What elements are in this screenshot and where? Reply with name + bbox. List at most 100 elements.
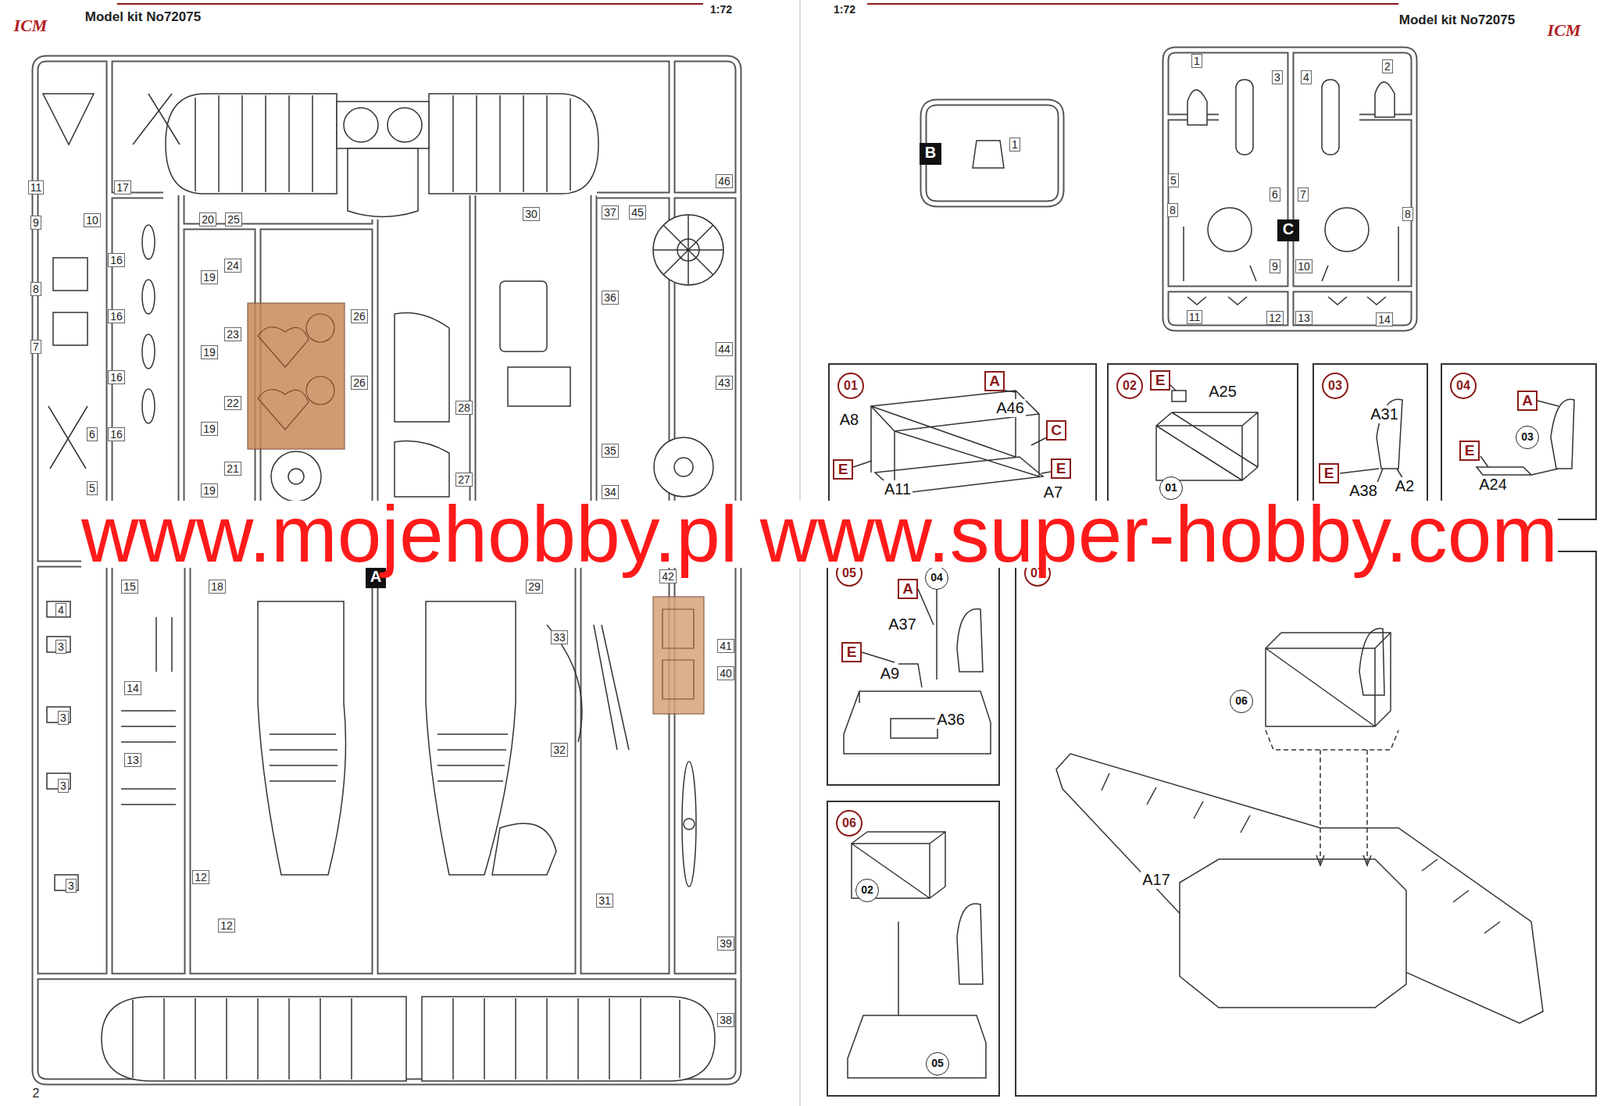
sprue-a-parts (142, 225, 155, 260)
sprue-a-parts (142, 389, 155, 424)
part-number: 3 (57, 778, 69, 793)
sprue-a-parts (48, 406, 88, 469)
clear-film-parts (306, 376, 335, 405)
part-number: 16 (107, 253, 125, 268)
sprue-letter-text: E (842, 643, 861, 661)
step-panel: 0706 (1014, 550, 1597, 1097)
part-number: 25 (225, 212, 243, 227)
sprue-letter-text: A (985, 372, 1004, 390)
sprue-letter-text: E (1052, 460, 1070, 478)
sprue-a-parts (682, 761, 697, 887)
part-number: 26 (350, 375, 368, 390)
page-number: 2 (32, 1086, 40, 1101)
part-label: A31 (1368, 405, 1400, 424)
sprue-letter: C (1277, 219, 1300, 242)
scale-text: 1:72 (833, 3, 856, 16)
part-number: 21 (224, 461, 242, 476)
sprue-a-parts (428, 93, 599, 194)
sprue-c-parts (1187, 296, 1386, 305)
part-number: 8 (1167, 203, 1179, 218)
step-drawings (1265, 730, 1399, 864)
subassembly-ref: 01 (1159, 476, 1183, 500)
step-drawings (1179, 859, 1407, 1008)
part-number: 16 (107, 427, 125, 442)
part-label: A24 (1477, 475, 1509, 494)
part-number: 43 (715, 375, 733, 390)
subassembly-number: 05 (926, 1053, 949, 1074)
part-number: 3 (55, 639, 67, 654)
sprue-a-parts (336, 101, 429, 149)
part-sprue-letter: A (897, 578, 918, 600)
sprue-c-parts (1325, 207, 1369, 252)
header-rule (117, 3, 704, 5)
part-number: 26 (350, 309, 368, 324)
step-drawings (1171, 390, 1186, 402)
header-text: Model kit No72075 (85, 9, 201, 25)
clear-film-parts (653, 596, 704, 715)
step-drawings (1056, 753, 1543, 1024)
part-number: 41 (717, 639, 735, 654)
sprue-a-parts (683, 818, 695, 830)
part-number: 4 (1300, 70, 1312, 85)
step-drawings (898, 903, 983, 1016)
sprue-a-parts (507, 367, 571, 407)
step-number: 06 (835, 810, 863, 837)
step-panel: 04A03E (1440, 363, 1597, 521)
part-number: 5 (1167, 173, 1179, 188)
part-label: A38 (1347, 482, 1379, 500)
part-number: 36 (601, 290, 619, 305)
part-label: A2 (1393, 477, 1416, 496)
sprue-letter-text: E (834, 460, 852, 479)
sprue-a-parts (271, 451, 322, 502)
sprue-a-parts (653, 214, 724, 286)
sprue-a-parts (46, 601, 79, 891)
part-number: 3 (1271, 70, 1283, 85)
part-sprue-letter: E (1150, 370, 1171, 391)
part-label: A8 (838, 410, 861, 429)
step-drawings (898, 589, 983, 688)
part-label: A7 (1042, 483, 1065, 502)
part-number: 10 (83, 213, 101, 228)
sprue-a-parts (269, 734, 508, 782)
sprue-a-parts (165, 93, 337, 194)
sprue-a-parts (674, 457, 693, 477)
subassembly-ref: 04 (925, 566, 949, 590)
part-number: 9 (1269, 259, 1281, 274)
subassembly-number: 01 (1160, 477, 1183, 498)
step-panel: 02 E 01 (1107, 363, 1299, 521)
sprue-letter-text: A (899, 580, 917, 598)
part-number: 18 (208, 579, 226, 594)
sprue-a-parts (257, 601, 347, 875)
step-drawings (1316, 855, 1372, 866)
sprue-c-parts (1235, 79, 1254, 155)
sprue-c-parts (1183, 79, 1399, 305)
clear-film-parts (662, 609, 694, 700)
sprue-a-parts (546, 625, 629, 750)
sprue-letter-text: B (919, 142, 942, 162)
part-number: 14 (124, 681, 142, 696)
part-number: 16 (107, 370, 125, 385)
step-panel: 060205 (826, 800, 1000, 1097)
subassembly-number: 06 (1230, 690, 1253, 711)
part-number: 6 (86, 427, 98, 442)
part-number: 29 (525, 579, 543, 594)
step-drawings (853, 390, 1051, 474)
part-number: 6 (1269, 187, 1281, 202)
sprue-a-parts (394, 441, 450, 497)
step-drawings (871, 390, 1043, 494)
step-drawings (1265, 632, 1391, 727)
part-number: 19 (200, 345, 218, 360)
step-drawings (847, 1015, 986, 1079)
step-number: 02 (1116, 372, 1143, 400)
subassembly-ref: 03 (1515, 425, 1540, 450)
sprue-a-parts (394, 312, 450, 422)
part-label: A9 (878, 664, 901, 683)
watermark: www.mojehobby.pl www.super-hobby.com (81, 500, 1558, 568)
part-number: 45 (628, 205, 647, 220)
part-number: 1 (1009, 137, 1021, 152)
subassembly-number: 03 (1516, 426, 1539, 447)
part-sprue-letter: A (984, 371, 1005, 392)
part-number: 24 (224, 258, 242, 273)
part-number: 19 (200, 270, 218, 285)
sprue-a-parts (492, 823, 557, 875)
